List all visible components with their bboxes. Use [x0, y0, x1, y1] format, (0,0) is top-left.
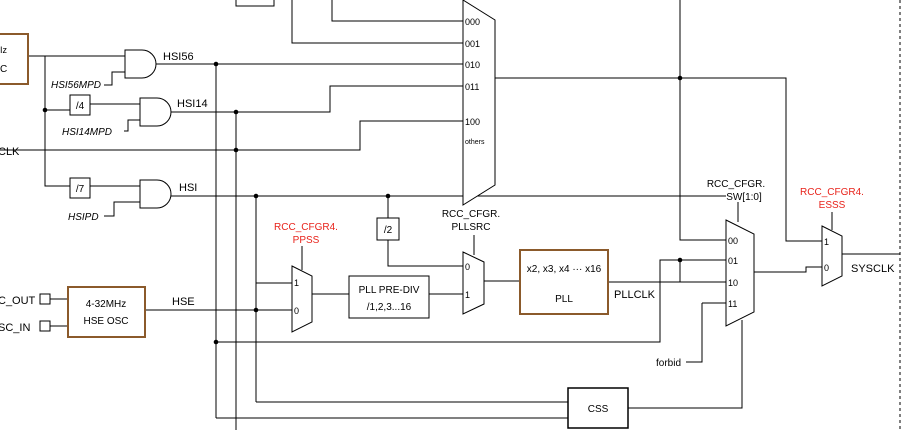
sysclk-label: SYSCLK: [851, 263, 895, 275]
pll-prediv-line1: PLL PRE-DIV: [359, 285, 420, 296]
ppss-mux-in-0: 0: [294, 306, 299, 316]
hsi56-label: HSI56: [163, 51, 194, 63]
top-mux-in-000: 000: [465, 17, 480, 27]
osc-in-pin: [39, 320, 51, 332]
top-mux-in-001: 001: [465, 39, 480, 49]
pll-prediv-line2: /1,2,3...16: [367, 302, 412, 313]
esss-mux-in-0: 0: [824, 263, 829, 273]
pll-prediv-box: [348, 275, 430, 319]
osc-out-label: C_OUT: [0, 295, 36, 307]
div2-label: /2: [384, 225, 393, 236]
hsipd-label: HSIPD: [68, 212, 99, 223]
partial-osc-c: C: [0, 64, 7, 75]
div4-box: [69, 94, 91, 116]
sw-mux-in-01: 01: [728, 256, 738, 266]
and-gate-hsi56: [124, 49, 157, 79]
junction-dots: [42, 61, 683, 345]
esss-reg-line2: ESSS: [819, 200, 846, 211]
sw-mux: [725, 219, 755, 327]
hse-osc-box: [67, 286, 146, 338]
esss-mux-in-1: 1: [824, 237, 829, 247]
div7-box: [69, 177, 91, 199]
top-mux-in-010: 010: [465, 60, 480, 70]
css-box: [567, 387, 629, 429]
hsi-label: HSI: [179, 182, 197, 194]
pll-mult-label: x2, x3, x4 ··· x16: [527, 264, 602, 275]
osc-in-label: SC_IN: [0, 322, 30, 334]
esss-mux: [821, 225, 843, 287]
partial-osc-box: [0, 33, 29, 85]
top-mux-in-011: 011: [465, 82, 479, 92]
css-label: CSS: [588, 404, 609, 415]
hse-osc-line1: 4-32MHz: [86, 299, 127, 310]
sw-reg-line1: RCC_CFGR.: [707, 179, 765, 190]
ppss-mux: [291, 265, 313, 333]
forbid-label: forbid: [656, 358, 681, 369]
partial-osc-hz: Iz: [0, 45, 8, 55]
pllsrc-mux-in-1: 1: [465, 290, 470, 300]
top-partial-box: [235, 0, 275, 7]
hse-label: HSE: [172, 296, 195, 308]
ppss-reg-line1: RCC_CFGR4.: [274, 222, 338, 233]
sw-reg-line2: SW[1:0]: [726, 192, 762, 203]
top-mux: [462, 0, 496, 206]
and-gate-hsi: [139, 179, 172, 209]
osc-out-pin: [39, 293, 51, 305]
top-mux-in-100: 100: [465, 117, 480, 127]
hsi14-label: HSI14: [177, 98, 208, 110]
pllsrc-mux-in-0: 0: [465, 262, 470, 272]
pllsrc-mux: [462, 251, 485, 315]
top-mux-in-others: others: [465, 139, 485, 146]
hse-osc-line2: HSE OSC: [83, 316, 128, 327]
div7-label: /7: [76, 184, 85, 195]
pllclk-label: PLLCLK: [614, 289, 656, 301]
esss-reg-line1: RCC_CFGR4.: [800, 187, 864, 198]
sw-mux-in-00: 00: [728, 236, 738, 246]
ppss-mux-in-1: 1: [294, 278, 299, 288]
hsi56mpd-label: HSI56MPD: [51, 80, 101, 91]
ppss-reg-line2: PPSS: [293, 235, 320, 246]
pll-label: PLL: [555, 294, 573, 305]
div2-box: [376, 217, 400, 241]
sw-mux-in-11: 11: [728, 299, 737, 309]
and-gate-hsi14: [139, 97, 172, 127]
sw-mux-in-10: 10: [728, 278, 738, 288]
clk-in-label: CLK: [0, 146, 20, 158]
hsi14mpd-label: HSI14MPD: [62, 127, 112, 138]
pllsrc-reg-line2: PLLSRC: [452, 222, 491, 233]
pllsrc-reg-line1: RCC_CFGR.: [442, 209, 500, 220]
div4-label: /4: [76, 101, 85, 112]
pll-box: [519, 249, 609, 315]
